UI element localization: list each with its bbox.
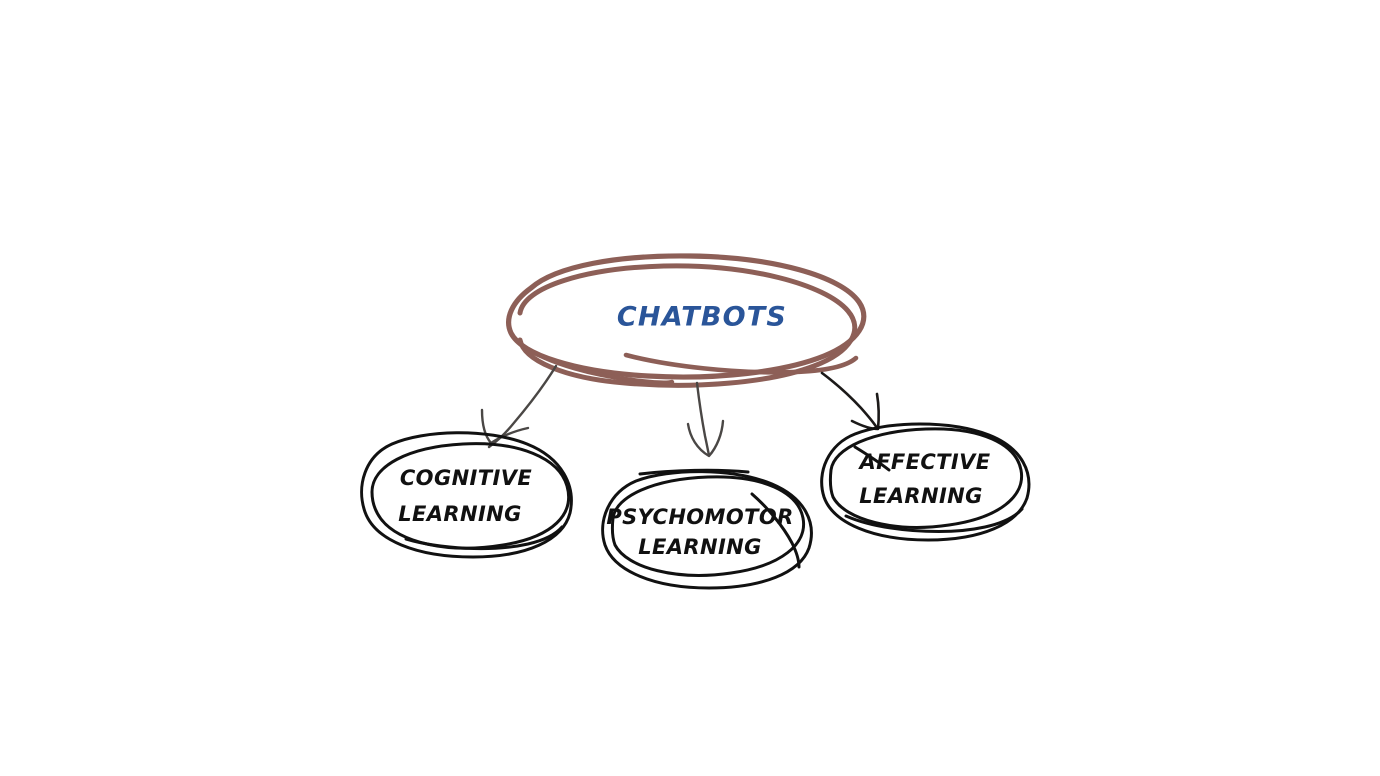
affective-ellipse-tail-stroke <box>844 507 1024 533</box>
psychomotor-ellipse-top-flick <box>638 468 750 476</box>
node-psychomotor-learning[interactable]: PSYCHOMOTOR LEARNING <box>601 468 813 590</box>
arrow-to-psychomotor-head <box>686 419 725 458</box>
cognitive-ellipse-outer-stroke <box>360 431 573 559</box>
node-cognitive-learning[interactable]: COGNITIVE LEARNING <box>360 431 573 559</box>
chatbots-ellipse-tail-stroke <box>623 352 859 375</box>
affective-ellipse-inner-stroke <box>828 427 1024 529</box>
node-affective-label-line2: LEARNING <box>859 484 983 508</box>
affective-ellipse-outer-stroke <box>820 422 1031 542</box>
chatbots-ellipse-inner-stroke <box>517 263 858 388</box>
node-chatbots[interactable]: CHATBOTS <box>506 253 867 388</box>
node-cognitive-label-line2: LEARNING <box>398 502 522 526</box>
affective-ellipse-top-flick <box>853 445 891 472</box>
chatbots-ellipse-closing-flick <box>519 342 675 385</box>
psychomotor-ellipse-outer-stroke <box>601 470 813 590</box>
arrow-to-affective-shaft <box>820 371 879 430</box>
node-chatbots-label: CHATBOTS <box>617 302 787 333</box>
node-affective-learning[interactable]: AFFECTIVE LEARNING <box>820 422 1031 542</box>
psychomotor-ellipse-tail-stroke <box>750 492 801 569</box>
node-psychomotor-label-line1: PSYCHOMOTOR <box>606 505 793 529</box>
arrow-to-psychomotor-shaft <box>695 381 711 457</box>
arrow-to-psychomotor <box>686 381 725 458</box>
node-cognitive-label-line1: COGNITIVE <box>400 466 532 490</box>
cognitive-ellipse-inner-stroke <box>370 442 570 550</box>
node-psychomotor-label-line2: LEARNING <box>638 535 762 559</box>
arrow-to-cognitive-shaft <box>487 364 558 449</box>
cognitive-ellipse-tail-stroke <box>404 525 564 551</box>
node-affective-label-line1: AFFECTIVE <box>857 450 990 474</box>
